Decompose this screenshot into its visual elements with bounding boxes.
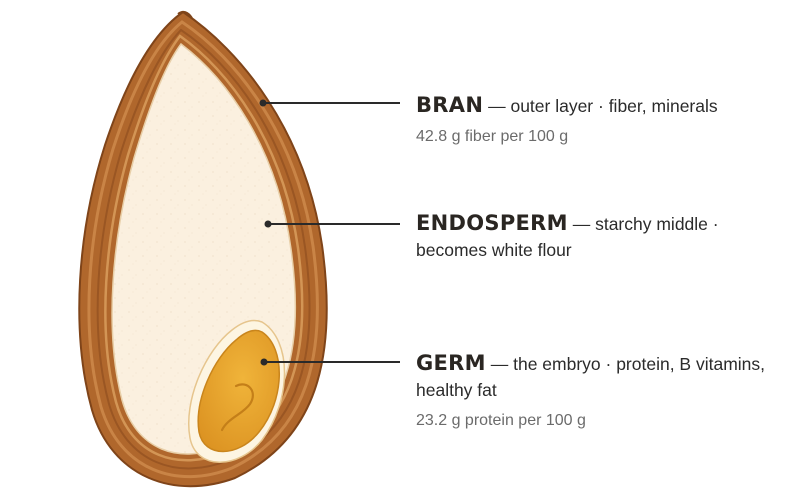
germ-description: — the embryo · protein, B vitamins, heal… — [416, 354, 766, 400]
germ-layer — [197, 329, 280, 453]
embryo-curl — [220, 383, 254, 432]
bran-leader-dot — [259, 99, 267, 107]
bran-stat: 42.8 g fiber per 100 g — [416, 128, 569, 145]
endosperm-leader-dot — [264, 220, 272, 228]
germ-stat: 23.2 g protein per 100 g — [416, 412, 586, 429]
bran-ridge-2 — [96, 28, 311, 470]
kernel-tip — [177, 10, 193, 19]
germ-leader-dot — [260, 358, 268, 366]
endosperm-label: ENDOSPERM — starchy middle · becomes whi… — [416, 210, 786, 263]
bran-ridge-3 — [104, 34, 304, 462]
bran-ridge-1 — [87, 20, 319, 479]
endosperm-description: — starchy middle · becomes white flour — [416, 214, 719, 260]
germ-name: GERM — [416, 351, 486, 375]
bran-label: BRAN — outer layer · fiber, minerals 42.… — [416, 92, 786, 149]
endosperm-name: ENDOSPERM — [416, 211, 568, 235]
bran-description: — outer layer · fiber, minerals — [488, 96, 718, 116]
bran-name: BRAN — [416, 93, 484, 117]
germ-label: GERM — the embryo · protein, B vitamins,… — [416, 350, 786, 433]
